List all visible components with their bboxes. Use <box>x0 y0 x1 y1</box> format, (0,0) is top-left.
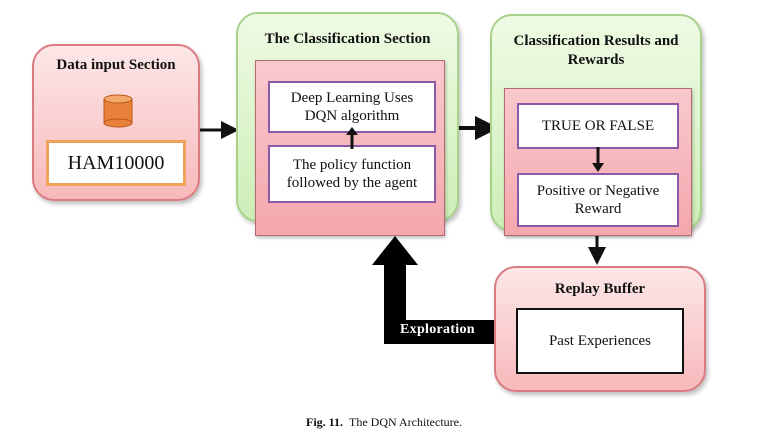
replay-buffer-title: Replay Buffer <box>554 281 646 297</box>
classification-section: The Classification Section Deep Learning… <box>236 12 459 236</box>
results-section: Classification Results and Rewards TRUE … <box>490 14 702 236</box>
exploration-arrow <box>372 236 498 344</box>
figure-caption: Fig. 11. The DQN Architecture. <box>0 415 768 430</box>
dqn-algorithm-box: Deep Learning Uses DQN algorithm <box>268 81 436 133</box>
exploration-label: Exploration <box>400 322 475 337</box>
figure-caption-label: Fig. 11. <box>306 415 344 429</box>
arrow-true-false-to-reward <box>592 147 604 172</box>
policy-function-box: The policy function followed by the agen… <box>268 145 436 203</box>
reward-box: Positive or Negative Reward <box>517 173 679 227</box>
figure-caption-text: The DQN Architecture. <box>349 415 462 429</box>
data-input-section: Data input Section HAM10000 <box>32 44 200 201</box>
results-title: Classification Results and Rewards <box>513 33 679 68</box>
classification-title: The Classification Section <box>264 31 431 47</box>
dataset-box: HAM10000 <box>46 140 186 186</box>
past-experiences-box: Past Experiences <box>516 308 684 374</box>
true-false-box: TRUE OR FALSE <box>517 103 679 149</box>
database-icon <box>103 94 133 128</box>
data-input-title: Data input Section <box>56 57 176 73</box>
results-inner-panel: TRUE OR FALSE Positive or Negative Rewar… <box>504 88 692 236</box>
classification-inner-panel: Deep Learning Uses DQN algorithm The pol… <box>255 60 445 236</box>
arrow-policy-to-dqn <box>346 127 358 149</box>
replay-buffer-section: Replay Buffer Past Experiences <box>494 266 706 392</box>
